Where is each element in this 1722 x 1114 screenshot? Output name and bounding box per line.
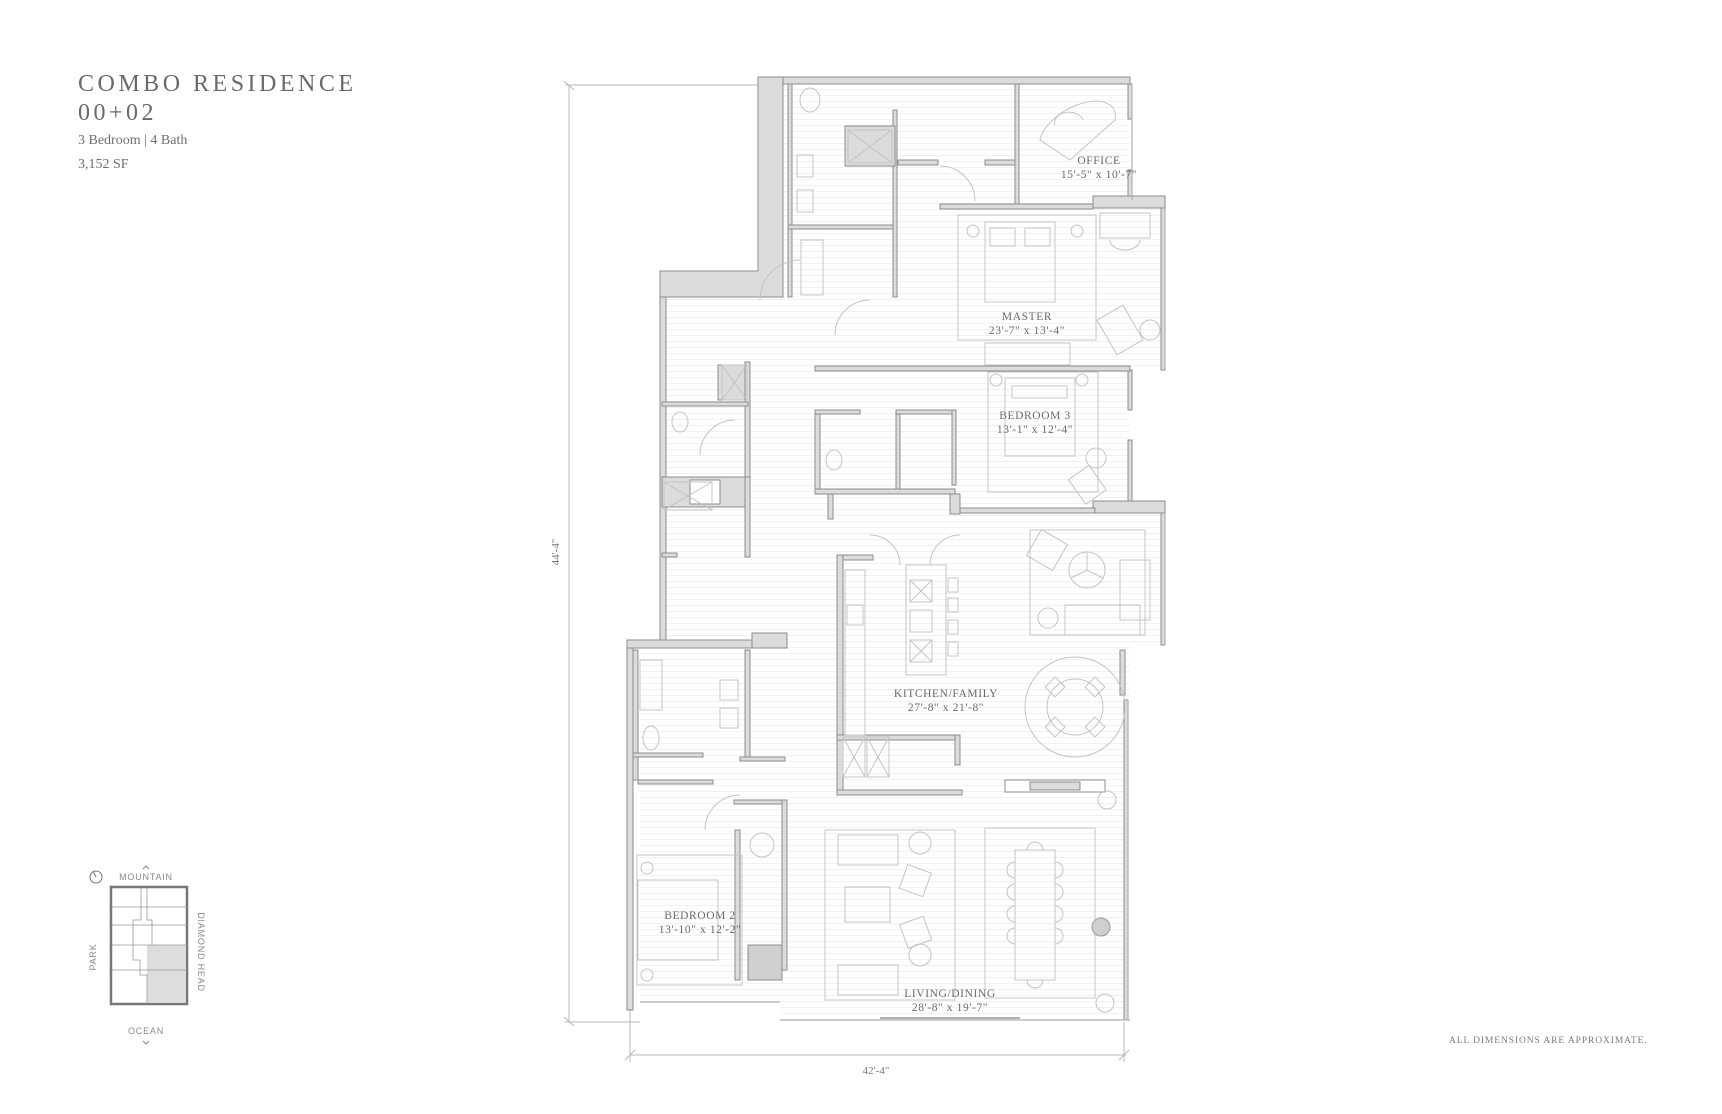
width-dimension-label: 42'-4": [863, 1065, 890, 1077]
furniture: [636, 87, 1161, 1013]
plan-title: COMBO RESIDENCE: [78, 71, 357, 97]
disclaimer-note: ALL DIMENSIONS ARE APPROXIMATE.: [1449, 1036, 1648, 1046]
room-office: OFFICE 15'-5" x 10'-7": [1061, 155, 1137, 181]
room-bedroom-2: BEDROOM 2 13'-10" x 12'-2": [659, 910, 742, 936]
windows: [640, 84, 1166, 1021]
room-name: MASTER: [1002, 311, 1052, 323]
key-south-label: OCEAN: [128, 1026, 164, 1036]
bed-bath-count: 3 Bedroom | 4 Bath: [78, 133, 188, 148]
column: [1091, 917, 1111, 937]
key-west-label: PARK: [88, 943, 98, 970]
room-name: KITCHEN/FAMILY: [894, 688, 998, 700]
arrow-down-icon: [142, 1040, 150, 1045]
room-name: OFFICE: [1077, 155, 1120, 167]
room-name: BEDROOM 2: [664, 910, 736, 922]
key-north-label: MOUNTAIN: [119, 872, 173, 882]
key-east-label: DIAMOND HEAD: [196, 912, 206, 992]
depth-dimension-label: 44'-4": [550, 539, 562, 566]
room-name: BEDROOM 3: [999, 410, 1071, 422]
room-name: LIVING/DINING: [904, 988, 995, 1000]
square-footage: 3,152 SF: [78, 157, 129, 172]
unit-number: 00+02: [78, 100, 158, 126]
key-plan: MOUNTAIN PARK DIAMOND HEAD OCEAN: [88, 865, 206, 1045]
room-size: 13'-10" x 12'-2": [659, 924, 742, 936]
room-size: 23'-7" x 13'-4": [989, 325, 1065, 337]
walls: [626, 76, 1166, 1021]
room-size: 13'-1" x 12'-4": [997, 424, 1073, 436]
room-bedroom-3: BEDROOM 3 13'-1" x 12'-4": [997, 410, 1073, 436]
room-size: 15'-5" x 10'-7": [1061, 169, 1137, 181]
room-kitchen-family: KITCHEN/FAMILY 27'-8" x 21'-8": [894, 688, 998, 714]
arrow-up-icon: [142, 865, 150, 870]
dimension-lines: [563, 80, 1130, 1062]
room-size: 27'-8" x 21'-8": [908, 702, 984, 714]
compass-icon: [89, 870, 103, 884]
room-master: MASTER 23'-7" x 13'-4": [989, 311, 1065, 337]
room-size: 28'-8" x 19'-7": [912, 1002, 988, 1014]
room-living-dining: LIVING/DINING 28'-8" x 19'-7": [904, 988, 995, 1014]
unit-highlight: [147, 945, 185, 1002]
